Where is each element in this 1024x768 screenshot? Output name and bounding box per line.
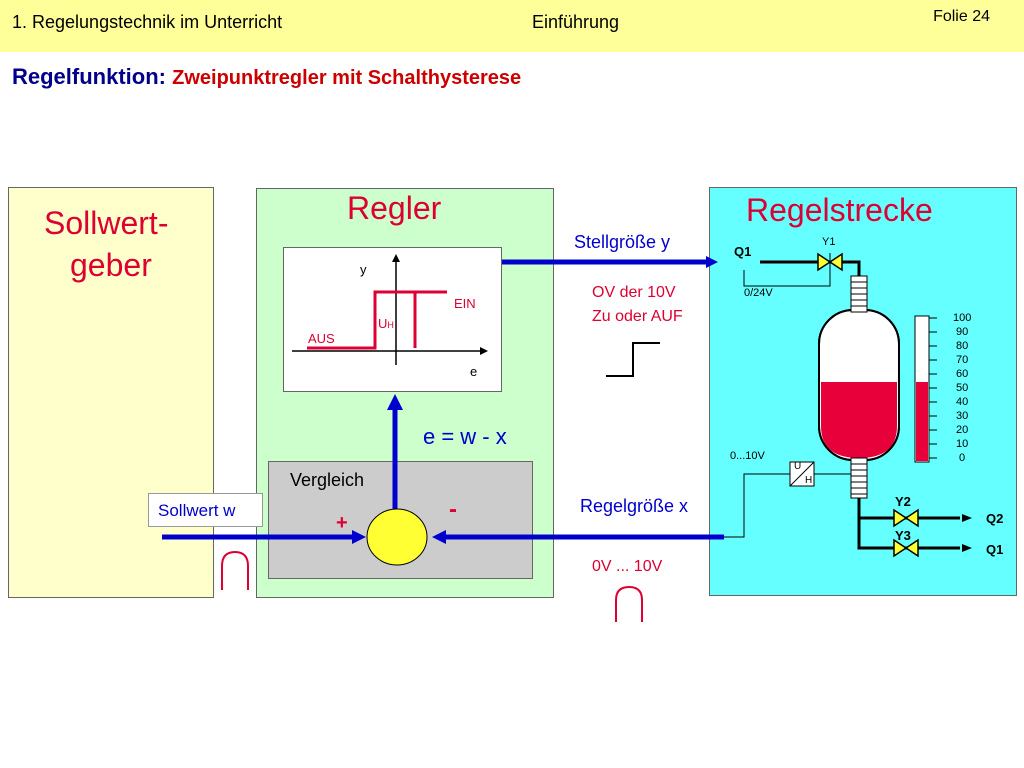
y2-label: Y2 xyxy=(895,494,911,509)
level-gauge-fill xyxy=(916,382,928,461)
sollwert-label-box xyxy=(148,493,263,527)
regelgroesse-arrowhead xyxy=(432,530,446,544)
scale-60: 60 xyxy=(956,368,969,380)
sollwertgeber-block xyxy=(8,187,214,598)
q1-top-label: Q1 xyxy=(734,244,752,259)
sollwertgeber-title: Sollwert- geber xyxy=(44,202,168,286)
scale-90: 90 xyxy=(956,326,969,338)
char-uh-sub: H xyxy=(387,320,394,330)
transducer-h-label: H xyxy=(805,475,813,486)
scale-10: 10 xyxy=(956,438,969,450)
scale-40: 40 xyxy=(956,396,969,408)
sollwert-label: Sollwert w xyxy=(158,501,236,520)
stell-range-2: Zu oder AUF xyxy=(592,308,683,325)
valve-y2-left xyxy=(893,508,908,528)
y1-control-line xyxy=(743,270,831,287)
char-uh-main: U xyxy=(378,316,388,331)
char-e-arrowhead xyxy=(480,347,488,355)
outlet-line-q1 xyxy=(857,498,960,550)
scale-70: 70 xyxy=(956,354,969,366)
regel-range: 0V ... 10V xyxy=(592,558,663,575)
scale-30: 30 xyxy=(956,410,969,422)
char-y-arrowhead xyxy=(392,254,400,262)
step-symbol-stell xyxy=(606,342,660,377)
regelgroesse-label: Regelgröße x xyxy=(580,496,689,516)
stell-range-1: OV der 10V xyxy=(592,284,676,301)
loop-icon-regel xyxy=(615,585,643,622)
slide-subtitle: Regelfunktion: Zweipunktregler mit Schal… xyxy=(12,64,521,90)
vergleich-label: Vergleich xyxy=(290,470,365,490)
sollwertgeber-line2: geber xyxy=(70,247,152,283)
y1-label: Y1 xyxy=(822,236,836,248)
valve-y1-left xyxy=(817,252,832,272)
q1-bottom-label: Q1 xyxy=(986,542,1004,557)
y3-label: Y3 xyxy=(895,528,911,543)
scale-0: 0 xyxy=(959,452,966,464)
error-signal-arrowhead xyxy=(387,394,403,410)
subtitle-prefix: Regelfunktion: xyxy=(12,64,166,89)
comparator-minus: - xyxy=(449,496,457,523)
valve-y3-left xyxy=(893,538,908,558)
q1-out-arrowhead xyxy=(962,544,972,552)
char-aus-label: AUS xyxy=(308,331,335,346)
tank-liquid xyxy=(821,382,897,458)
stellgroesse-label: Stellgröße y xyxy=(574,232,671,252)
section-title: Einführung xyxy=(532,12,620,32)
header-bar xyxy=(0,0,1024,52)
characteristic-box xyxy=(283,247,502,392)
slide-number: Folie 24 xyxy=(933,8,990,25)
scale-20: 20 xyxy=(956,424,969,436)
scale-100: 100 xyxy=(953,312,972,324)
scale-80: 80 xyxy=(956,340,969,352)
sollwertgeber-line1: Sollwert- xyxy=(44,205,169,241)
transducer-u-label: U xyxy=(794,461,802,472)
valve-y3-right xyxy=(904,538,919,558)
comparator-circle xyxy=(366,508,428,566)
scale-50: 50 xyxy=(956,382,969,394)
char-uh-label: UH xyxy=(378,316,394,331)
volt-10-label: 0...10V xyxy=(730,450,765,462)
volt-24-label: 0/24V xyxy=(744,287,773,299)
comparator-plus: + xyxy=(336,512,348,534)
char-y-label: y xyxy=(360,262,367,277)
hysteresis-upper xyxy=(307,290,447,350)
regler-title: Regler xyxy=(347,190,442,226)
char-e-label: e xyxy=(470,364,478,379)
q2-arrowhead xyxy=(962,514,972,522)
stellgroesse-arrowhead xyxy=(706,256,718,268)
loop-icon-sollwert xyxy=(221,550,249,590)
subtitle-topic: Zweipunktregler mit Schalthysterese xyxy=(172,67,522,89)
sensor-output-line xyxy=(724,473,790,538)
regelstrecke-title: Regelstrecke xyxy=(746,192,933,228)
valve-y2-right xyxy=(904,508,919,528)
course-title: 1. Regelungstechnik im Unterricht xyxy=(12,12,283,32)
inlet-line xyxy=(760,260,861,276)
q2-label: Q2 xyxy=(986,511,1004,526)
valve-y1-right xyxy=(828,252,843,272)
level-ticks xyxy=(929,317,937,459)
sollwert-arrowhead xyxy=(352,530,366,544)
char-ein-label: EIN xyxy=(454,296,476,311)
error-equation: e = w - x xyxy=(423,424,507,449)
